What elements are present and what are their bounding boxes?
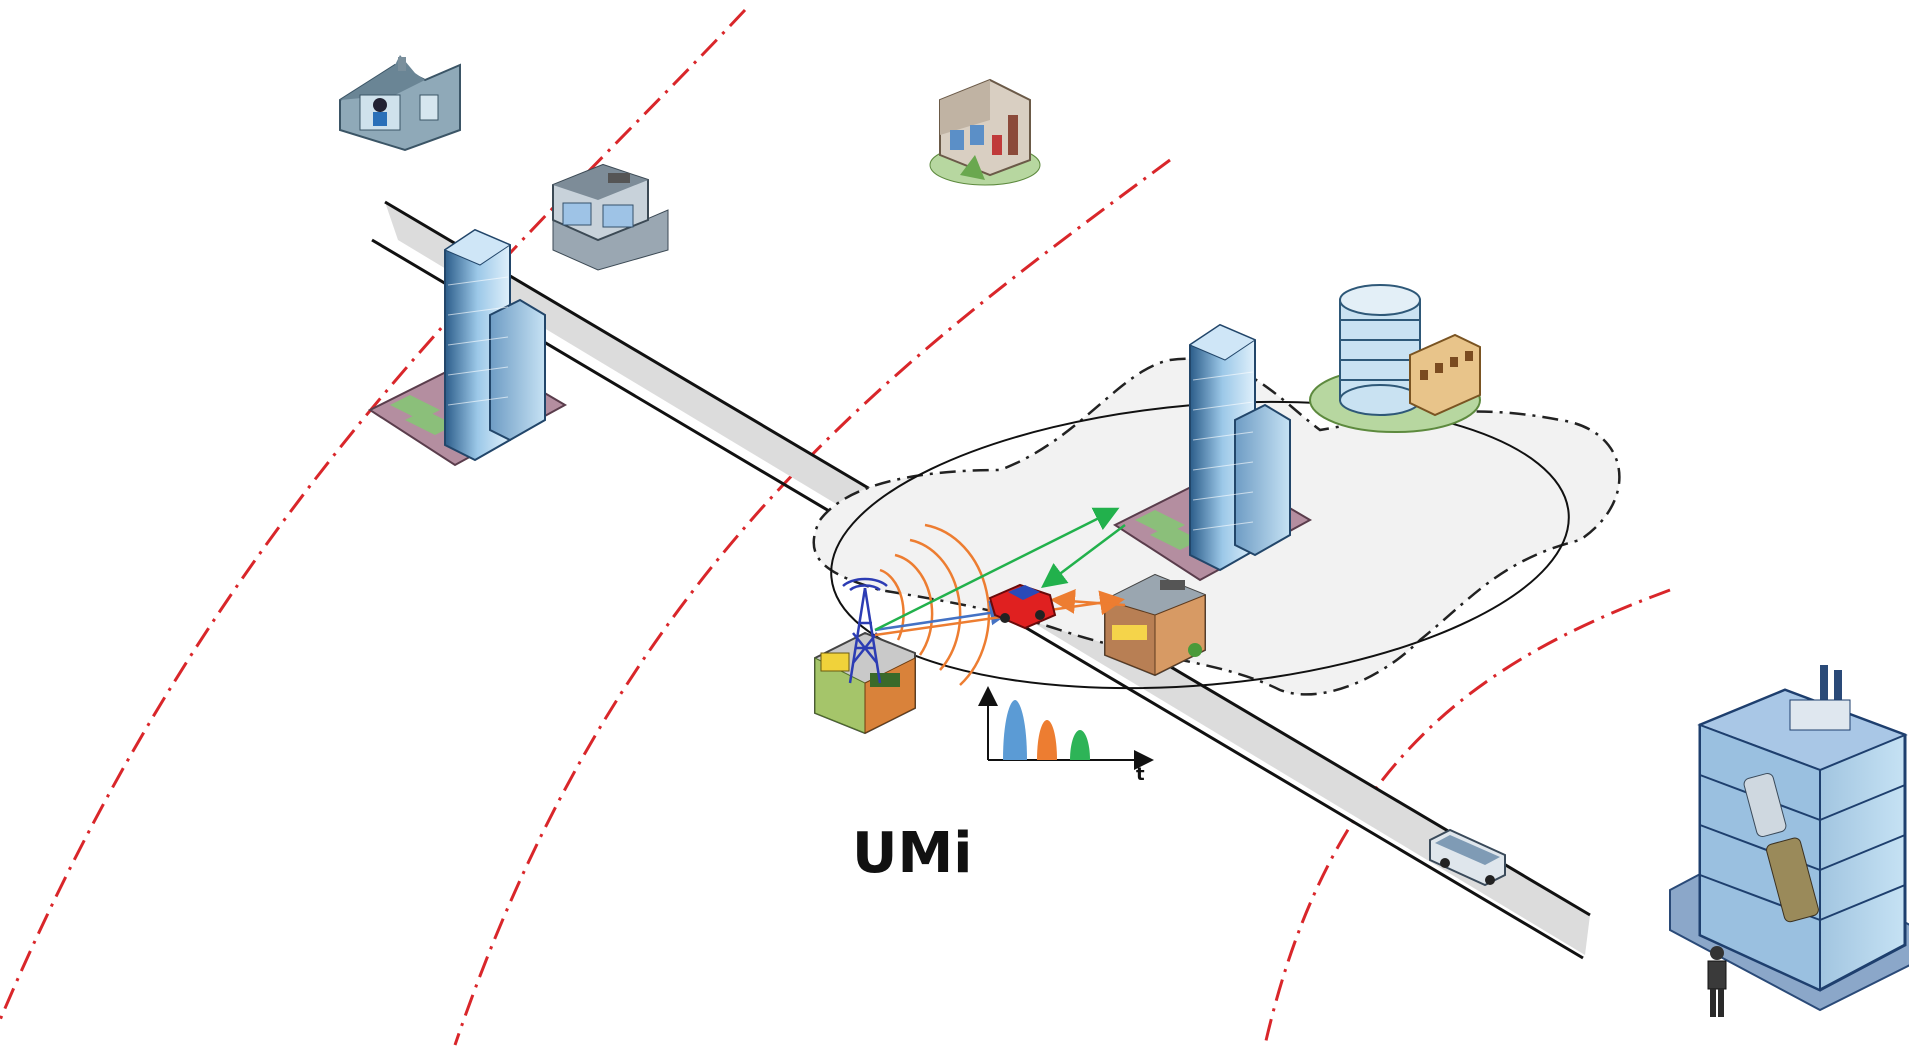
round-office-building-icon xyxy=(1309,284,1481,433)
boundary-arc-middle xyxy=(453,158,1171,1046)
ray-orange-back xyxy=(1050,588,1126,614)
skyscraper-icon xyxy=(1112,323,1313,582)
ray-green-out xyxy=(874,507,1120,632)
bus-icon xyxy=(1429,828,1506,887)
red-car-icon xyxy=(988,583,1057,630)
suburban-house-icon xyxy=(929,78,1041,186)
pdp-pulse-2 xyxy=(1037,720,1057,760)
ray-green-back xyxy=(1041,524,1126,588)
boundary-arc-outer-left xyxy=(0,8,747,1021)
pdp-pulse-3 xyxy=(1070,730,1090,760)
power-delay-profile: t xyxy=(978,686,1154,785)
retail-store-icon xyxy=(1104,573,1206,677)
time-axis-label: t xyxy=(1136,764,1145,785)
ray-orange-out xyxy=(874,590,1125,637)
multipath-rays xyxy=(874,507,1126,637)
boundary-arc-right xyxy=(1263,588,1671,1046)
small-shop-icon xyxy=(552,163,669,271)
skyscraper-icon xyxy=(367,228,568,467)
base-station-tower-icon xyxy=(814,577,916,735)
house-with-user-icon xyxy=(339,55,461,152)
pdp-pulse-1 xyxy=(1003,700,1027,760)
ray-direct xyxy=(874,600,1015,632)
pedestrian-icon xyxy=(1707,946,1727,1017)
office-tower-with-phones-icon xyxy=(1669,665,1909,1012)
scattering-ellipse xyxy=(830,400,1570,690)
scenario-label: UMi xyxy=(852,821,972,886)
